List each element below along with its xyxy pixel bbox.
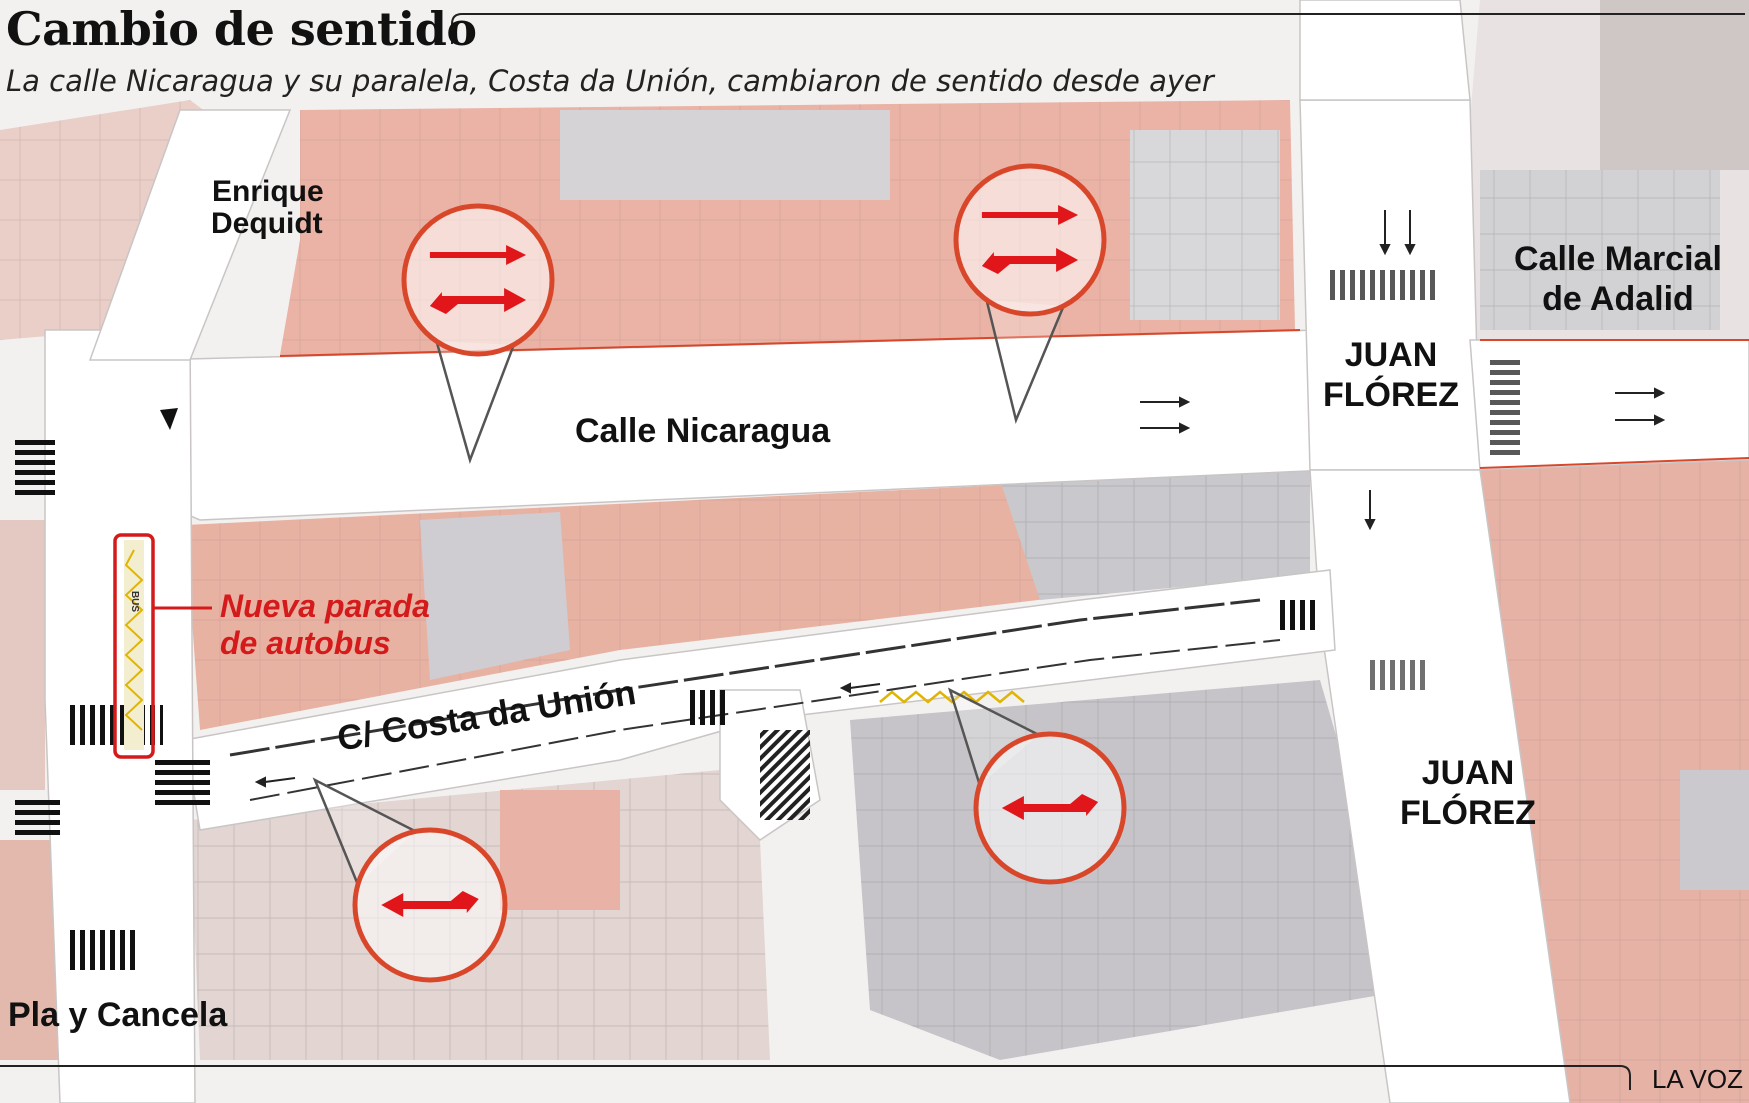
street-label-calle-marcial: Calle Marcial de Adalid (1514, 240, 1722, 318)
marker-ring (401, 203, 555, 357)
bus-stop-sign: BUS (129, 590, 141, 613)
direction-marker-costa-west (312, 777, 508, 983)
crosswalk (15, 800, 60, 835)
street-label-line: JUAN (1421, 754, 1515, 792)
arrow-left-changed-icon (1001, 794, 1099, 820)
building-gray (1130, 130, 1280, 320)
street-label-juan-florez-top: JUAN FLÓREZ (1323, 336, 1459, 414)
arrow-right-icon (981, 205, 1079, 225)
source-credit: LA VOZ (1651, 1064, 1743, 1094)
title-frame-line (451, 13, 1745, 44)
street-label-line: JUAN (1344, 336, 1438, 374)
crosswalk (70, 930, 140, 970)
crosswalk-hatched (760, 730, 810, 820)
crosswalks (15, 270, 1520, 970)
building-block (850, 680, 1410, 1060)
parking-strip (249, 639, 1281, 801)
direction-marker-costa-east (947, 687, 1127, 885)
street-label-pla-y-cancela: Pla y Cancela (8, 996, 228, 1034)
tower (1600, 0, 1749, 170)
building-red (500, 790, 620, 910)
building-gray (1680, 770, 1749, 890)
building-block (0, 520, 45, 790)
marker-ring (953, 163, 1107, 317)
crosswalk (690, 690, 730, 725)
arrow-right-changed-icon (429, 288, 527, 314)
crosswalk (155, 755, 210, 805)
street-label-line: FLÓREZ (1323, 375, 1459, 414)
road-top (1299, 0, 1471, 101)
direction-markers (312, 163, 1127, 983)
page-subtitle: La calle Nicaragua y su paralela, Costa … (6, 64, 1214, 98)
arrow-left-changed-icon (381, 891, 479, 917)
curb-line (1479, 457, 1749, 469)
crosswalk (1280, 600, 1320, 630)
curb-line (279, 329, 1301, 357)
crosswalk (15, 440, 55, 495)
marker-pointer (435, 340, 516, 464)
bus-stop-label-line: Nueva parada (220, 588, 430, 624)
building-block (0, 840, 60, 1060)
arrow-right-icon (429, 245, 527, 265)
street-label-calle-nicaragua: Calle Nicaragua (575, 412, 831, 450)
page-title: Cambio de sentido (6, 2, 477, 56)
building-gray (1000, 470, 1310, 600)
building-gray (1480, 170, 1720, 330)
crosswalk (1370, 660, 1430, 690)
road-enrique-dequidt (88, 109, 292, 361)
arrow-right-changed-icon (981, 248, 1079, 274)
direction-marker-nicaragua-west (401, 203, 555, 464)
building-gray (420, 512, 570, 680)
marker-pointer (947, 687, 1040, 786)
bus-stop-label: Nueva parada de autobus (220, 588, 430, 662)
marker-pointer (985, 299, 1065, 424)
street-label-line: Calle Marcial (1514, 240, 1722, 278)
street-label-line: FLÓREZ (1400, 793, 1536, 832)
bus-stop-label-line: de autobus (220, 624, 391, 661)
direction-arrow-dark (160, 408, 178, 430)
street-label-juan-florez-bottom: JUAN FLÓREZ (1400, 754, 1536, 832)
street-label-line: Dequidt (211, 206, 323, 240)
crosswalk (1490, 360, 1520, 460)
parking-strip (229, 598, 1261, 757)
crosswalk (1330, 270, 1435, 300)
marker-pointer (312, 777, 417, 885)
direction-marker-nicaragua-east (953, 163, 1107, 424)
street-label-line: de Adalid (1542, 279, 1694, 318)
lane-arrows (254, 210, 1666, 788)
bus-stop-zigzag (124, 549, 144, 731)
bus-stop-box[interactable] (113, 533, 155, 759)
building-gray (560, 110, 890, 200)
street-label-line: Enrique (212, 175, 324, 208)
footer-frame-line (0, 1065, 1631, 1090)
street-label-enrique-dequidt: Enrique Dequidt (211, 175, 324, 240)
zigzag-marking (879, 690, 1025, 704)
